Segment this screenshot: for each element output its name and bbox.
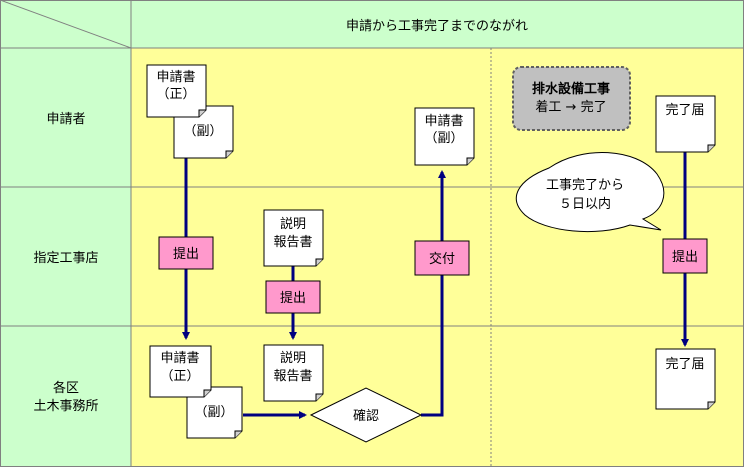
doc-applicant-returned: 申請書 （副） xyxy=(414,107,475,166)
header-band xyxy=(0,0,744,48)
step-deliver: 交付 xyxy=(414,240,470,276)
doc-office-sub: （副） xyxy=(186,386,243,439)
doc-completion-applicant: 完了届 xyxy=(655,95,716,153)
doc-office-sub-line1: （副） xyxy=(194,405,233,420)
callout-line1: 工事完了から xyxy=(546,178,624,193)
drainage-work-box: 排水設備工事 着工 → 完了 xyxy=(512,66,631,131)
doc-applicant-main-line2: （正） xyxy=(156,87,195,102)
doc-completion-office-line1: 完了届 xyxy=(665,357,704,372)
deadline-callout: 工事完了から ５日以内 xyxy=(515,152,665,233)
doc-explanation-office: 説明 報告書 xyxy=(263,344,324,402)
doc-explanation-contractor-line1: 説明 xyxy=(280,216,306,232)
drainage-work-title: 排水設備工事 xyxy=(532,81,610,97)
lane-label-contractor: 指定工事店 xyxy=(33,251,98,266)
confirm-label: 確認 xyxy=(353,408,379,424)
doc-applicant-returned-line2: （副） xyxy=(424,131,463,146)
lane-label-column xyxy=(0,48,131,467)
step-submit-application: 提出 xyxy=(158,236,214,270)
step-submit-explanation: 提出 xyxy=(265,280,321,314)
step-deliver-label: 交付 xyxy=(429,251,455,267)
callout-line2: ５日以内 xyxy=(559,196,611,212)
step-submit-completion: 提出 xyxy=(662,238,708,274)
lane-label-applicant: 申請者 xyxy=(46,112,85,127)
lane-label-office-line1: 各区 xyxy=(53,380,79,396)
doc-explanation-office-line1: 説明 xyxy=(280,350,306,366)
confirm-diamond: 確認 xyxy=(309,387,423,443)
doc-explanation-contractor-line2: 報告書 xyxy=(273,235,312,250)
header-title: 申請から工事完了までのながれ xyxy=(346,19,528,34)
doc-applicant-main-line1: 申請書 xyxy=(156,70,195,85)
doc-completion-office: 完了届 xyxy=(655,348,716,410)
doc-completion-applicant-line1: 完了届 xyxy=(665,103,704,118)
step-submit-explanation-label: 提出 xyxy=(280,290,306,306)
doc-explanation-contractor: 説明 報告書 xyxy=(263,209,324,267)
doc-applicant-main: 申請書 （正） xyxy=(146,64,207,118)
doc-applicant-sub: （副） xyxy=(173,105,234,159)
doc-office-main-line1: 申請書 xyxy=(160,351,199,366)
doc-office-main-line2: （正） xyxy=(160,369,199,384)
doc-applicant-sub-line1: （副） xyxy=(183,124,222,139)
lane-label-office-line2: 土木事務所 xyxy=(33,399,98,414)
doc-applicant-returned-line1: 申請書 xyxy=(424,114,463,129)
step-submit-application-label: 提出 xyxy=(173,246,199,262)
drainage-work-period: 着工 → 完了 xyxy=(535,99,606,115)
doc-explanation-office-line2: 報告書 xyxy=(273,369,312,384)
step-submit-completion-label: 提出 xyxy=(672,249,698,265)
doc-office-main: 申請書 （正） xyxy=(149,345,212,398)
